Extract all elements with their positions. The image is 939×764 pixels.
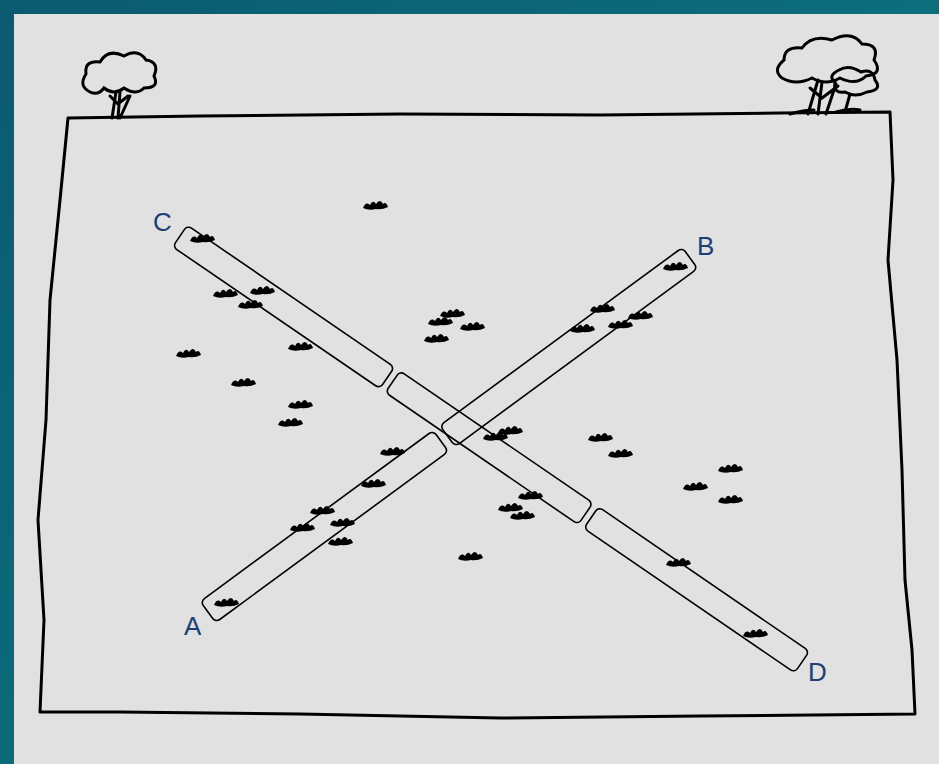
grass-tuft	[498, 426, 523, 435]
tree-left	[83, 53, 156, 118]
grass-tuft	[718, 464, 743, 473]
grass-tuft	[290, 523, 315, 532]
grass-tuft	[278, 418, 303, 427]
grass-tuft	[213, 289, 238, 298]
grass-tuft	[288, 342, 313, 351]
grass-tuft	[190, 234, 215, 243]
grass-tuft	[176, 349, 201, 358]
grass-tuft	[510, 511, 535, 520]
field-outline	[38, 112, 915, 718]
grass-tuft	[428, 317, 453, 326]
grass-tuft	[608, 320, 633, 329]
grass-tuft	[238, 300, 263, 309]
background-panel	[14, 14, 939, 764]
grass-tuft	[666, 558, 691, 567]
grass-tuft	[288, 400, 313, 409]
grass-tuft	[328, 537, 353, 546]
grass-tuft	[570, 324, 595, 333]
transect-band	[173, 225, 810, 672]
grass-tufts	[176, 201, 768, 638]
transect-end-label: C	[153, 209, 172, 235]
grass-tuft	[458, 552, 483, 561]
grass-tuft	[361, 479, 386, 488]
grass-tuft	[608, 449, 633, 458]
grass-tuft	[743, 629, 768, 638]
grass-tuft	[250, 286, 275, 295]
transect-segment	[440, 248, 698, 447]
transect-segment	[200, 431, 448, 623]
grass-tuft	[380, 447, 405, 456]
grass-tuft	[628, 311, 653, 320]
grass-tuft	[363, 201, 388, 210]
grass-tuft	[460, 322, 485, 331]
grass-tuft	[310, 506, 335, 515]
grass-tuft	[424, 334, 449, 343]
grass-tuft	[588, 433, 613, 442]
transect-segment	[584, 507, 810, 673]
transect-segment	[173, 225, 395, 388]
transect-end-label: A	[184, 613, 201, 639]
grass-tuft	[718, 495, 743, 504]
transect-end-label: D	[808, 659, 827, 685]
grass-tuft	[231, 378, 256, 387]
transect-segment	[385, 371, 593, 525]
grass-tuft	[498, 503, 523, 512]
grass-tuft	[663, 262, 688, 271]
grass-tuft	[214, 598, 239, 607]
grass-tuft	[330, 518, 355, 527]
transect-bands	[173, 225, 810, 672]
tree-right	[777, 36, 877, 114]
grass-tuft	[590, 304, 615, 313]
transect-end-label: B	[697, 233, 714, 259]
grass-tuft	[518, 491, 543, 500]
grass-tuft	[683, 482, 708, 491]
grass-tuft	[440, 309, 465, 318]
transect-band	[200, 248, 697, 623]
